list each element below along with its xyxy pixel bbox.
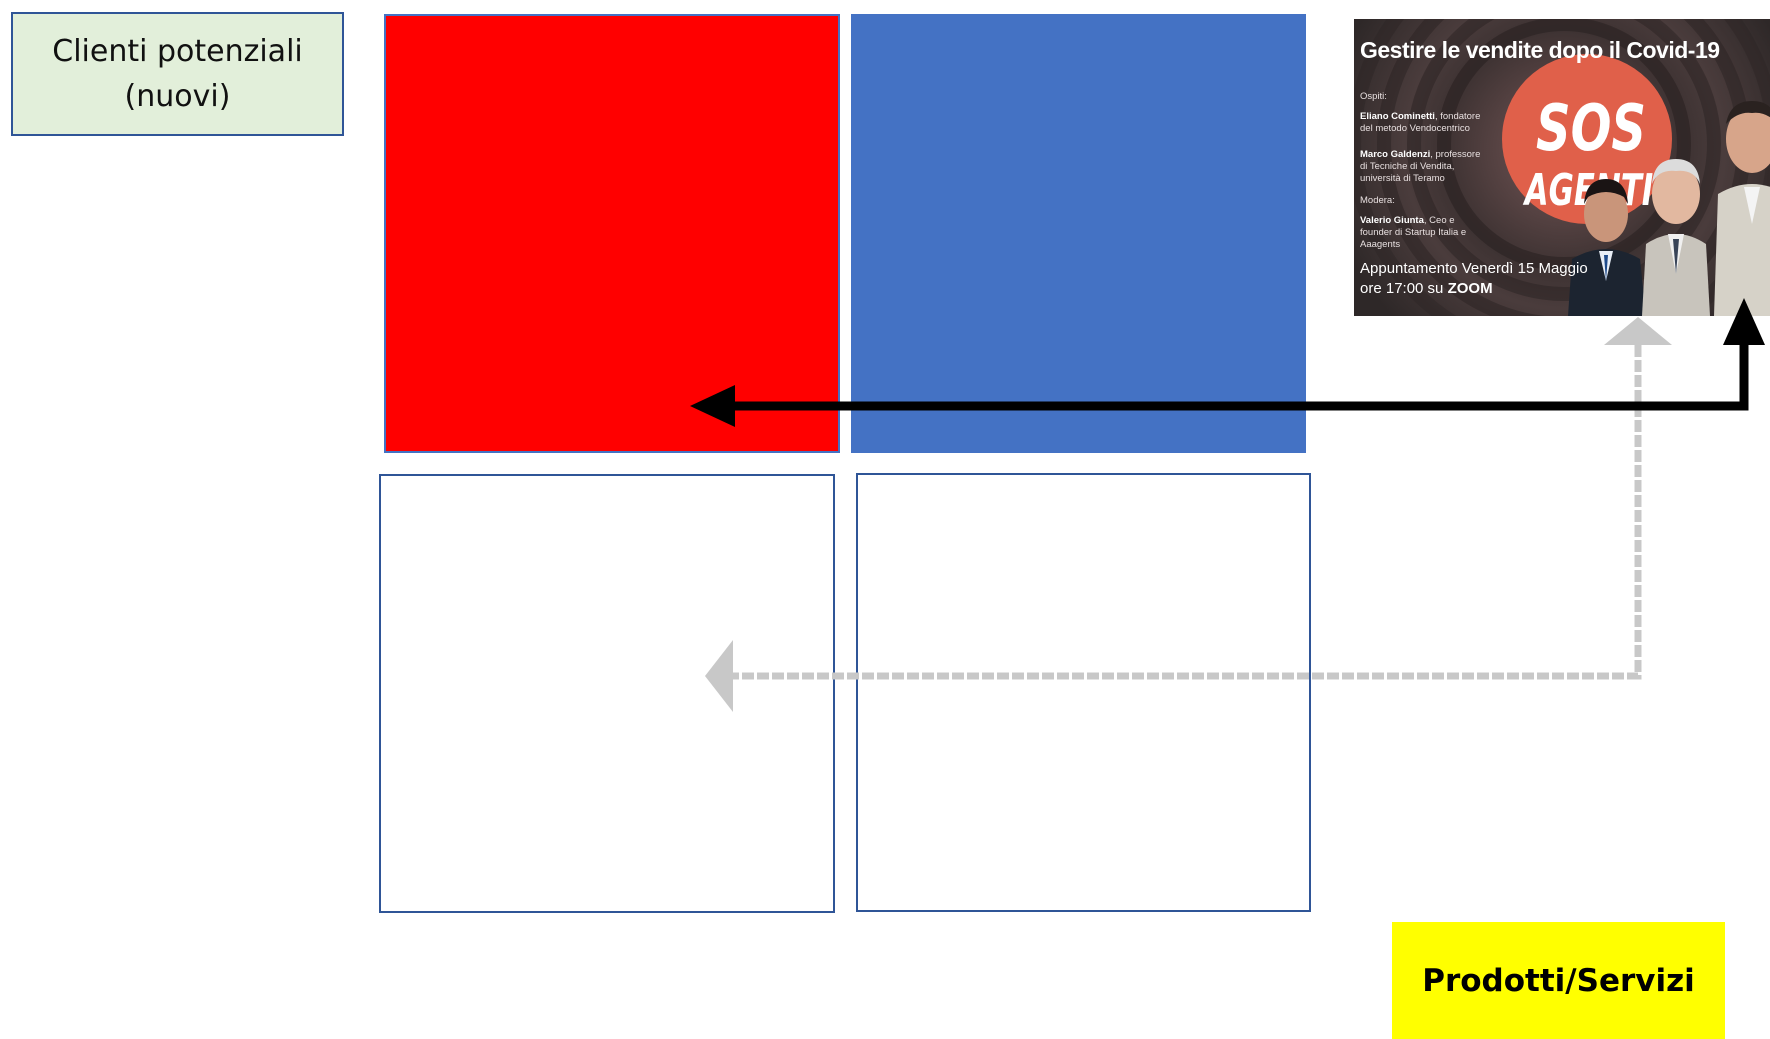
quadrant-bottom-left-empty	[379, 474, 835, 913]
webinar-flyer-image: SOS AGENTI Gestire le vendite dopo il Co…	[1354, 19, 1770, 316]
prodotti-servizi-label: Prodotti/Servizi	[1392, 922, 1725, 1039]
quadrant-top-right-blue	[851, 14, 1306, 453]
webinar-moderator-heading: Modera:	[1360, 195, 1395, 207]
moderator-name: Valerio Giunta	[1360, 215, 1424, 226]
guest1-name: Eliano Cominetti	[1360, 111, 1435, 122]
quadrant-top-left-red	[384, 14, 840, 453]
quadrant-bottom-right-empty	[856, 473, 1311, 912]
webinar-appointment: Appuntamento Venerdì 15 Maggio ore 17:00…	[1360, 259, 1600, 299]
clienti-label-line2: (nuovi)	[52, 74, 303, 119]
webinar-guest2: Marco Galdenzi, professore di Tecniche d…	[1360, 149, 1485, 185]
gray-arrowhead-up	[1604, 317, 1672, 345]
guest2-name: Marco Galdenzi	[1360, 149, 1430, 160]
clienti-label-line1: Clienti potenziali	[52, 29, 303, 74]
clienti-potenziali-label: Clienti potenziali (nuovi)	[11, 12, 344, 136]
webinar-guest1: Eliano Cominetti, fondatore del metodo V…	[1360, 111, 1490, 135]
appointment-platform: ZOOM	[1448, 280, 1493, 297]
webinar-moderator: Valerio Giunta, Ceo e founder di Startup…	[1360, 215, 1485, 251]
webinar-title: Gestire le vendite dopo il Covid-19	[1360, 37, 1770, 64]
webinar-guests-heading: Ospiti:	[1360, 91, 1387, 103]
